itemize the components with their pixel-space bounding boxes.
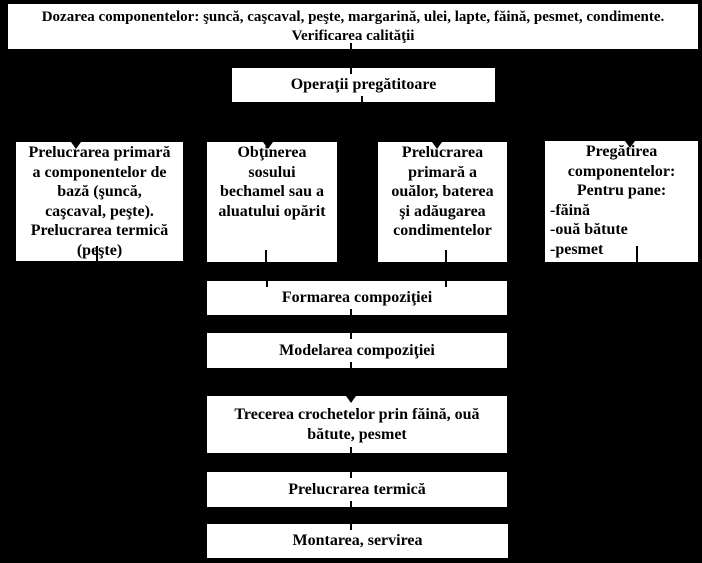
node-prelucrare-oua: Prelucrarea primară a ouălor, baterea şi… [378,142,507,262]
node-prelucrarea-termica: Prelucrarea termică [207,472,507,507]
connector-tick [350,333,352,339]
node-sos-bechamel-label: Obţinerea sosului bechamel sau a aluatul… [218,144,326,220]
connector-tick [350,447,352,453]
node-operatii-label: Operaţii pregătitoare [290,76,437,94]
node-pregatire-pane-head: Pregătirea componentelor: Pentru pane: [567,143,676,199]
arrowhead-down-icon [263,142,273,149]
node-montarea-servirea: Montarea, servirea [207,524,508,558]
node-prelucrare-oua-label: Prelucrarea primară a ouălor, baterea şi… [391,144,494,239]
node-dozarea-componentelor: Dozarea componentelor: şuncă, caşcaval, … [8,4,698,49]
connector-tick [350,68,352,74]
connector-tick [350,501,352,507]
arrowhead-down-icon [432,142,442,149]
node-trecerea-label: Trecerea crochetelor prin făină, ouă băt… [234,406,480,443]
node-montarea-label: Montarea, servirea [292,532,423,550]
arrowhead-down-icon [71,142,81,149]
connector-tick [636,246,638,262]
connector-tick [266,281,268,287]
connector-tick [445,250,447,262]
node-trecerea-crochetelor: Trecerea crochetelor prin făină, ouă băt… [207,396,507,453]
node-modelarea-label: Modelarea compoziţiei [279,341,435,359]
node-operatii-pregatitoare: Operaţii pregătitoare [232,68,495,102]
node-formarea-label: Formarea compoziţiei [281,289,433,307]
connector-tick [265,250,267,262]
connector-tick [445,281,447,287]
connector-tick [350,524,352,530]
node-formarea-compozitiei: Formarea compoziţiei [207,281,507,315]
node-pregatire-pane-items: -făină -ouă bătute -pesmet [550,201,628,258]
node-sos-bechamel: Obţinerea sosului bechamel sau a aluatul… [207,142,337,262]
node-pregatire-pane: Pregătirea componentelor: Pentru pane: -… [545,141,698,262]
node-modelarea-compozitiei: Modelarea compoziţiei [207,333,507,368]
node-termica-label: Prelucrarea termică [288,480,426,498]
connector-tick [350,309,352,315]
connector-tick [350,43,352,49]
arrowhead-down-icon [346,396,356,403]
node-prelucrare-baza-label: Prelucrarea primară a componentelor de b… [28,144,171,259]
connector-tick [361,96,363,102]
connector-tick [350,472,352,478]
node-dozarea-label: Dozarea componentelor: şuncă, caşcaval, … [41,8,665,44]
connector-tick [350,362,352,368]
arrowhead-down-icon [625,141,635,148]
node-prelucrare-componente-baza: Prelucrarea primară a componentelor de b… [16,142,183,261]
connector-tick [96,246,98,261]
